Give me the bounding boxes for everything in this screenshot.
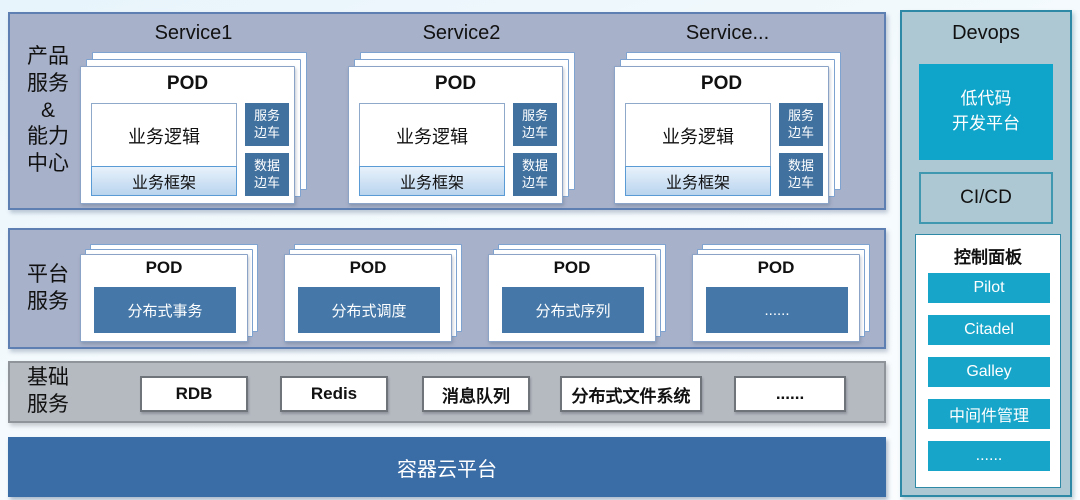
service-sidecar: 服务 边车	[779, 103, 823, 146]
pod-label: POD	[349, 258, 387, 277]
sidecar-line: 服务	[521, 107, 548, 123]
infra-box-distributed-fs: 分布式文件系统	[560, 376, 702, 412]
service-group-2: Service2 POD 业务逻辑 业务框架 服务 边车 数据	[348, 14, 578, 208]
band2-label-line: 平台	[27, 262, 69, 286]
platform-pod-3: POD 分布式序列	[488, 230, 678, 347]
business-framework-label: 业务框架	[625, 166, 771, 196]
pod-card: POD ......	[692, 254, 860, 342]
infra-box-redis: Redis	[280, 376, 388, 412]
platform-pod-1: POD 分布式事务	[80, 230, 270, 347]
business-framework-label: 业务框架	[91, 166, 237, 196]
cicd-box: CI/CD	[919, 172, 1053, 224]
container-cloud-platform-bar: 容器云平台	[8, 437, 886, 497]
pod-label: POD	[553, 258, 591, 277]
pod-stack: POD 分布式序列	[488, 244, 666, 342]
pod-card: POD 分布式序列	[488, 254, 656, 342]
lowcode-line: 低代码	[960, 89, 1012, 109]
pod-label: POD	[434, 73, 477, 94]
infra-box-rdb: RDB	[140, 376, 248, 412]
pod-label: POD	[145, 258, 183, 277]
lowcode-platform-box: 低代码 开发平台	[919, 64, 1053, 160]
service-title: Service2	[422, 22, 501, 44]
band-product-services: 产品 服务 & 能力 中心 Service1 POD 业务逻辑 业务框架 服务	[8, 12, 886, 210]
service-sidecar: 服务 边车	[245, 103, 289, 146]
platform-service-label: ......	[706, 287, 848, 333]
data-sidecar: 数据 边车	[513, 153, 557, 196]
band2-label: 平台 服务	[18, 230, 78, 347]
pod-stack: POD 分布式调度	[284, 244, 462, 342]
service-group-1: Service1 POD 业务逻辑 业务框架 服务 边车 数据	[80, 14, 310, 208]
platform-pod-2: POD 分布式调度	[284, 230, 474, 347]
control-panel-title: 控制面板	[954, 248, 1022, 267]
pod-card: POD 业务逻辑 业务框架 服务 边车 数据 边车	[348, 66, 563, 204]
control-panel-item-middleware: 中间件管理	[928, 399, 1050, 429]
band2-label-line: 服务	[27, 289, 69, 313]
band-platform-services: 平台 服务 POD 分布式事务 POD 分布式调度	[8, 228, 886, 349]
pod-stack: POD 业务逻辑 业务框架 服务 边车 数据 边车	[80, 52, 307, 204]
control-panel-item-galley: Galley	[928, 357, 1050, 387]
infra-box-message-queue: 消息队列	[422, 376, 530, 412]
devops-column: Devops 低代码 开发平台 CI/CD 控制面板 Pilot Citadel…	[900, 10, 1072, 497]
pod-card: POD 业务逻辑 业务框架 服务 边车 数据 边车	[80, 66, 295, 204]
business-logic-box: 业务逻辑 业务框架	[625, 103, 771, 196]
pod-stack: POD ......	[692, 244, 870, 342]
platform-service-label: 分布式调度	[298, 287, 440, 333]
business-framework-label: 业务框架	[359, 166, 505, 196]
data-sidecar: 数据 边车	[245, 153, 289, 196]
sidecar-line: 数据	[253, 157, 280, 173]
pod-label: POD	[700, 73, 743, 94]
business-logic-label: 业务逻辑	[128, 126, 200, 147]
infra-box-more: ......	[734, 376, 846, 412]
band1-label-line: 能力	[27, 125, 69, 149]
pod-card: POD 业务逻辑 业务框架 服务 边车 数据 边车	[614, 66, 829, 204]
platform-service-label: 分布式事务	[94, 287, 236, 333]
control-panel-item-more: ......	[928, 441, 1050, 471]
platform-pod-4: POD ......	[692, 230, 882, 347]
devops-title: Devops	[952, 22, 1020, 44]
band1-label-line: 服务	[27, 71, 69, 95]
sidecar-line: 边车	[521, 124, 548, 140]
sidecar-line: 数据	[787, 157, 814, 173]
container-cloud-platform-label: 容器云平台	[397, 458, 497, 481]
data-sidecar: 数据 边车	[779, 153, 823, 196]
sidecar-line: 服务	[787, 107, 814, 123]
service-title: Service1	[154, 22, 233, 44]
service-title: Service...	[685, 22, 770, 44]
sidecar-line: 边车	[787, 124, 814, 140]
control-panel-item-pilot: Pilot	[928, 273, 1050, 303]
sidecar-line: 边车	[253, 174, 280, 190]
business-logic-box: 业务逻辑 业务框架	[91, 103, 237, 196]
band-basic-services: 基础 服务 RDB Redis 消息队列 分布式文件系统 ......	[8, 361, 886, 423]
pod-stack: POD 分布式事务	[80, 244, 258, 342]
band3-label-line: 基础	[27, 366, 69, 390]
sidecar-line: 边车	[787, 174, 814, 190]
band3-label-line: 服务	[27, 393, 69, 416]
business-logic-label: 业务逻辑	[396, 126, 468, 147]
business-logic-label: 业务逻辑	[662, 126, 734, 147]
sidecar-line: 边车	[521, 174, 548, 190]
band1-label-line: 中心	[27, 152, 69, 176]
pod-stack: POD 业务逻辑 业务框架 服务 边车 数据 边车	[614, 52, 841, 204]
pod-stack: POD 业务逻辑 业务框架 服务 边车 数据 边车	[348, 52, 575, 204]
service-group-3: Service... POD 业务逻辑 业务框架 服务 边车 数据	[614, 14, 844, 208]
pod-card: POD 分布式调度	[284, 254, 452, 342]
control-panel-item-citadel: Citadel	[928, 315, 1050, 345]
control-panel: 控制面板 Pilot Citadel Galley 中间件管理 ......	[915, 234, 1061, 488]
band1-label: 产品 服务 & 能力 中心	[18, 14, 78, 208]
service-sidecar: 服务 边车	[513, 103, 557, 146]
pod-label: POD	[757, 258, 795, 277]
band1-label-line: 产品	[27, 44, 69, 68]
band1-label-line: &	[40, 98, 55, 122]
platform-service-label: 分布式序列	[502, 287, 644, 333]
sidecar-line: 数据	[521, 157, 548, 173]
lowcode-line: 开发平台	[952, 114, 1020, 133]
pod-card: POD 分布式事务	[80, 254, 248, 342]
pod-label: POD	[166, 73, 209, 94]
business-logic-box: 业务逻辑 业务框架	[359, 103, 505, 196]
band3-label: 基础 服务	[18, 363, 78, 421]
sidecar-line: 服务	[253, 107, 280, 123]
sidecar-line: 边车	[253, 124, 280, 140]
